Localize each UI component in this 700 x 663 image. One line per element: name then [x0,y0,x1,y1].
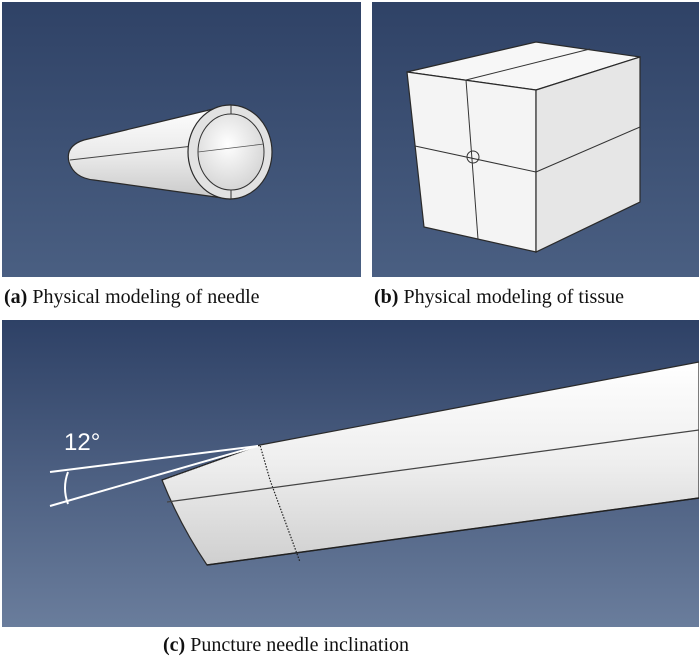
caption-b-text: Physical modeling of tissue [403,286,624,308]
needle-tube-body [67,104,231,200]
tissue-model-figure [372,2,699,277]
puncture-point-marker [466,150,480,164]
angle-arc [64,471,69,505]
tissue-model-panel [372,2,699,277]
right-horizontal-partition [535,126,641,173]
caption-a: (a) Physical modeling of needle [4,285,260,309]
needle-inclination-panel: 12° [2,320,699,627]
bevel-edge [161,444,301,563]
caption-c-text: Puncture needle inclination [190,634,410,656]
bore-seam-line [197,143,265,153]
shaft-seam-line [166,429,699,503]
caption-c: (c) Puncture needle inclination [163,633,409,657]
front-vertical-partition [465,79,479,240]
angle-reference-line [49,445,259,473]
needle-inclination-figure: 12° [2,320,699,627]
top-partition [465,48,591,81]
angle-bevel-line [49,445,259,507]
caption-c-letter: (c) [163,634,186,656]
caption-b: (b) Physical modeling of tissue [374,285,624,309]
shaft-bottom-edge [206,497,699,566]
cube-right-face [535,56,641,253]
needle-seam-line [69,144,203,161]
needle-model-panel [2,2,361,277]
needle-model-figure [2,2,361,277]
angle-label: 12° [64,429,100,456]
caption-b-letter: (b) [374,286,399,308]
needle-bore [197,113,265,191]
cube-front-face [406,71,537,253]
caption-a-letter: (a) [4,286,28,308]
front-horizontal-partition [414,145,537,173]
caption-a-text: Physical modeling of needle [32,286,260,308]
